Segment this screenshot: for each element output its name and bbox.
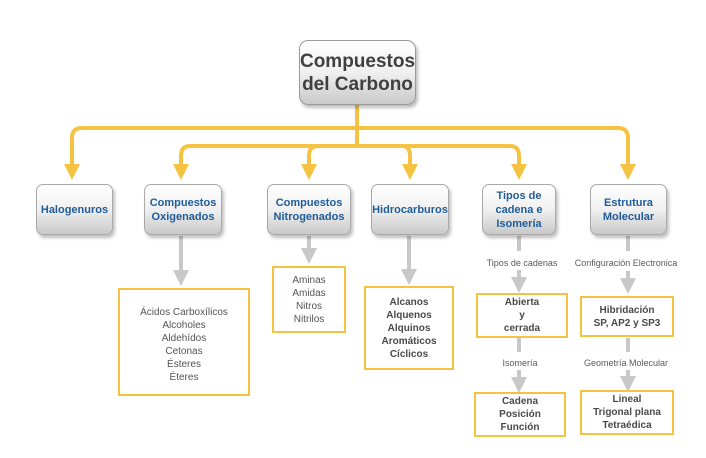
root-node: Compuestos del Carbono <box>299 40 416 105</box>
node-tipos-cadena-label: Tipos de cadena e Isomería <box>495 189 543 230</box>
list-hidrocarburos: Alcanos Alquenos Alquinos Aromáticos Cíc… <box>364 286 454 370</box>
list-item: Lineal <box>612 394 642 405</box>
root-line-1: Compuestos <box>299 50 416 72</box>
node-hidrocarburos: Hidrocarburos <box>371 184 449 235</box>
list-item: Aromáticos <box>381 335 437 347</box>
list-oxigenados: Ácidos Carboxílicos Alcoholes Aldehídos … <box>118 288 250 396</box>
node-estructura: Estrutura Molecular <box>590 184 667 235</box>
list-item: Nitros <box>295 300 323 312</box>
connector-nitrogenados <box>301 144 359 180</box>
list-item: Tetraédica <box>602 420 652 431</box>
connector-halogenuros <box>64 126 359 180</box>
node-halogenuros: Halogenuros <box>36 184 113 235</box>
label-tipos-cadenas: Tipos de cadenas <box>486 258 558 268</box>
list-item: Alcoholes <box>162 320 206 331</box>
list-item: Alquenos <box>386 309 432 321</box>
label-isomeria: Isomería <box>502 358 538 368</box>
node-nitrogenados: Compuestos Nitrogenados <box>267 184 351 235</box>
node-oxigenados: Compuestos Oxigenados <box>144 184 222 235</box>
list-item: Cíclicos <box>389 348 429 360</box>
box-geometria: Lineal Trigonal plana Tetraédica <box>580 390 674 435</box>
connector-hidrocarburos <box>355 144 418 180</box>
list-item: y <box>519 310 525 321</box>
list-item: Ácidos Carboxílicos <box>140 307 228 318</box>
list-item: Posición <box>499 409 541 420</box>
connector-oxigenados <box>173 144 359 180</box>
list-item: Alquinos <box>387 322 431 334</box>
box-hibridacion: Hibridación SP, AP2 y SP3 <box>580 296 674 337</box>
list-item: Hibridación <box>599 304 655 316</box>
list-item: Función <box>500 422 540 433</box>
root-line-2: del Carbono <box>302 73 413 95</box>
list-item: Aminas <box>292 274 326 286</box>
connector-tipos-cadena <box>355 144 527 180</box>
box-abierta-cerrada: Abierta y cerrada <box>476 293 568 338</box>
list-item: cerrada <box>503 323 541 334</box>
list-item: Amidas <box>292 287 326 299</box>
node-oxigenados-label: Compuestos Oxigenados <box>149 196 217 223</box>
node-halogenuros-label: Halogenuros <box>40 203 109 216</box>
node-nitrogenados-label: Compuestos Nitrogenados <box>273 196 345 223</box>
node-hidrocarburos-label: Hidrocarburos <box>372 203 448 216</box>
list-item: SP, AP2 y SP3 <box>593 317 661 329</box>
list-item: Ésteres <box>167 359 201 370</box>
list-item: Aldehídos <box>161 333 207 344</box>
list-item: Abierta <box>504 297 540 308</box>
list-item: Cetonas <box>165 346 203 357</box>
list-item: Nitrilos <box>293 313 325 325</box>
list-item: Éteres <box>169 372 199 383</box>
list-item: Cadena <box>501 396 539 407</box>
node-estructura-label: Estrutura Molecular <box>602 196 655 223</box>
label-geometria: Geometría Molecular <box>583 358 669 368</box>
list-item: Alcanos <box>389 296 429 308</box>
box-isomeria-tipos: Cadena Posición Función <box>474 392 566 437</box>
label-configuracion: Configuración Electronica <box>574 258 678 268</box>
list-item: Trigonal plana <box>593 407 661 418</box>
node-tipos-cadena: Tipos de cadena e Isomería <box>482 184 556 235</box>
list-nitrogenados: Aminas Amidas Nitros Nitrilos <box>272 266 346 333</box>
connector-estructura <box>355 126 636 180</box>
